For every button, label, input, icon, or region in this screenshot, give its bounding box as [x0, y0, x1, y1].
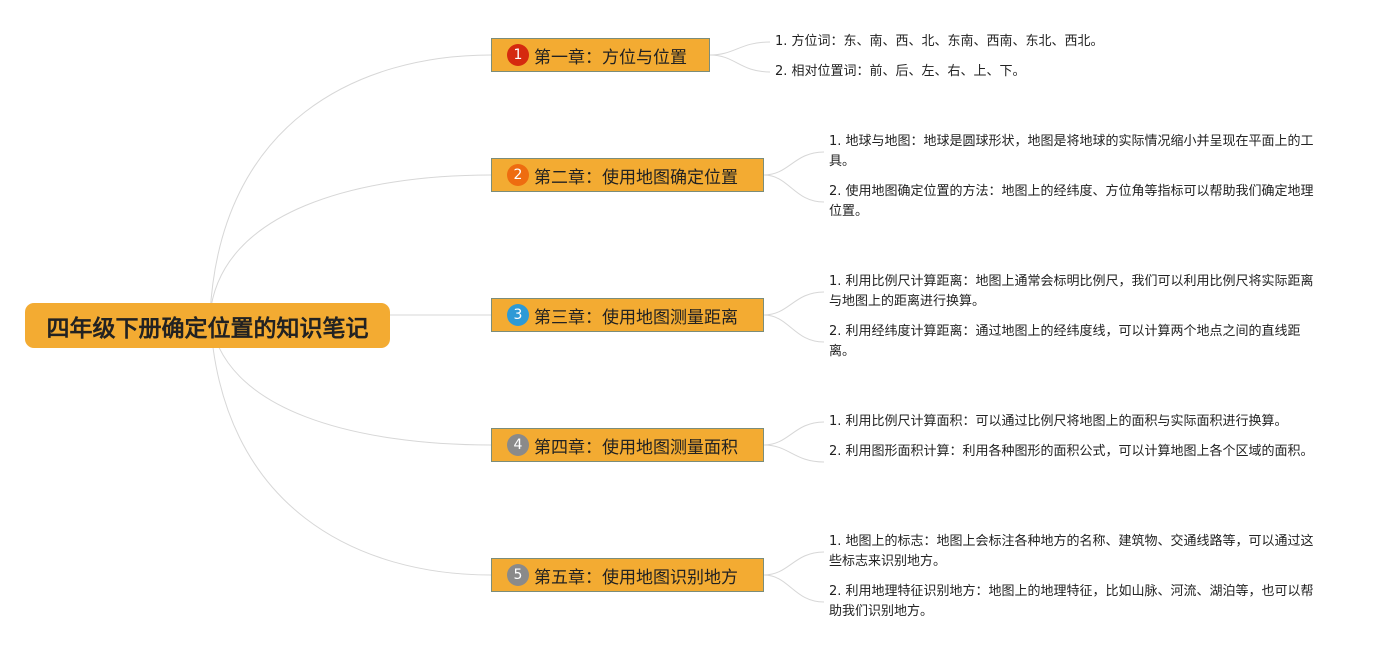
number-4-icon: 4: [507, 434, 529, 456]
chapter-3-topic[interactable]: 3 第三章：使用地图测量距离: [491, 298, 764, 332]
chapter-3-note-1: 1. 利用比例尺计算距离：地图上通常会标明比例尺，我们可以利用比例尺将实际距离与…: [829, 274, 1314, 309]
chapter-2-note-connector-1: [763, 151, 825, 176]
root-connector-1: [209, 54, 492, 316]
chapter-1-note-connector-2: [709, 54, 771, 73]
chapter-5-note-2: 2. 利用地理特征识别地方：地图上的地理特征，比如山脉、河流、湖泊等，也可以帮助…: [829, 584, 1314, 619]
chapter-4-note-2: 2. 利用图形面积计算：利用各种图形的面积公式，可以计算地图上各个区域的面积。: [829, 444, 1314, 459]
chapter-5-note-connector-2: [763, 574, 825, 603]
chapter-4-topic[interactable]: 4 第四章：使用地图测量面积: [491, 428, 764, 462]
chapter-5-note-1: 1. 地图上的标志：地图上会标注各种地方的名称、建筑物、交通线路等，可以通过这些…: [829, 534, 1314, 569]
chapter-1-topic[interactable]: 1 第一章：方位与位置: [491, 38, 710, 72]
root-connector-5: [209, 314, 492, 576]
number-3-icon: 3: [507, 304, 529, 326]
chapter-5-topic[interactable]: 5 第五章：使用地图识别地方: [491, 558, 764, 592]
chapter-3-note-connector-2: [763, 314, 825, 343]
chapter-1-note-connector-1: [709, 41, 771, 56]
chapter-2-label: 第二章：使用地图确定位置: [534, 167, 738, 188]
chapter-3-label: 第三章：使用地图测量距离: [534, 307, 738, 328]
root-topic[interactable]: 四年级下册确定位置的知识笔记: [25, 303, 390, 348]
root-connector-4: [209, 314, 492, 446]
root-topic-label: 四年级下册确定位置的知识笔记: [46, 315, 369, 342]
root-connector-2: [209, 174, 492, 316]
chapter-4-note-1: 1. 利用比例尺计算面积：可以通过比例尺将地图上的面积与实际面积进行换算。: [829, 414, 1288, 429]
chapter-3-note-2: 2. 利用经纬度计算距离：通过地图上的经纬度线，可以计算两个地点之间的直线距离。: [829, 324, 1301, 359]
chapter-1-label: 第一章：方位与位置: [534, 47, 687, 68]
chapter-2-note-1: 1. 地球与地图：地球是圆球形状，地图是将地球的实际情况缩小并呈现在平面上的工具…: [829, 134, 1314, 169]
chapter-2-note-connector-2: [763, 174, 825, 203]
chapter-1-note-2: 2. 相对位置词：前、后、左、右、上、下。: [775, 64, 1026, 79]
chapter-1-note-1: 1. 方位词：东、南、西、北、东南、西南、东北、西北。: [775, 34, 1104, 49]
number-5-icon: 5: [507, 564, 529, 586]
chapter-2-topic[interactable]: 2 第二章：使用地图确定位置: [491, 158, 764, 192]
number-2-icon: 2: [507, 164, 529, 186]
chapter-4-label: 第四章：使用地图测量面积: [534, 437, 738, 458]
chapter-2-note-2: 2. 使用地图确定位置的方法：地图上的经纬度、方位角等指标可以帮助我们确定地理位…: [829, 184, 1314, 219]
chapter-3-note-connector-1: [763, 291, 825, 316]
chapter-5-label: 第五章：使用地图识别地方: [534, 567, 738, 588]
number-1-icon: 1: [507, 44, 529, 66]
chapter-4-note-connector-1: [763, 421, 825, 446]
chapter-5-note-connector-1: [763, 551, 825, 576]
chapter-4-note-connector-2: [763, 444, 825, 463]
